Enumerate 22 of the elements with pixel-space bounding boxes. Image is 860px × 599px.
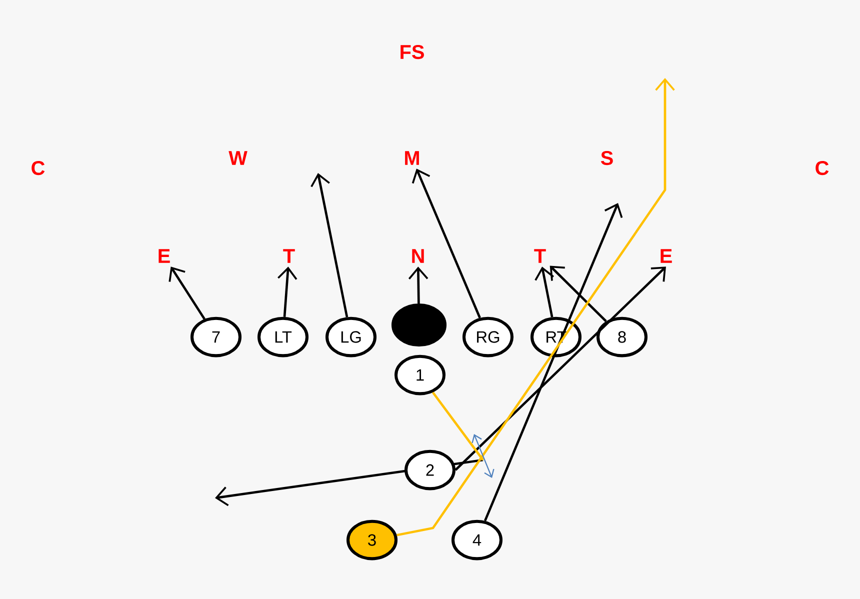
route-arrow <box>408 266 428 304</box>
defender-label: N <box>412 249 424 263</box>
defender-label: S <box>600 150 613 166</box>
defender-label: FS <box>400 44 424 60</box>
route-arrow <box>168 266 206 320</box>
defender-label: E <box>158 249 170 263</box>
defender-label: E <box>660 249 672 263</box>
route-arrow <box>310 173 348 318</box>
route-arrow <box>484 203 623 522</box>
center-ellipse <box>391 303 447 347</box>
defender-label: C <box>32 160 45 176</box>
defender-label: M <box>405 151 419 165</box>
route-arrow <box>534 266 554 318</box>
route-arrow <box>550 266 607 322</box>
route-arrow <box>278 266 298 317</box>
route-arrow <box>396 78 675 536</box>
defender-label: C <box>816 160 829 176</box>
defender-label: T <box>534 249 546 263</box>
defender-label: T <box>283 249 295 263</box>
route-arrow <box>454 266 666 471</box>
route-arrow <box>412 168 481 318</box>
defender-label: W <box>228 151 248 165</box>
